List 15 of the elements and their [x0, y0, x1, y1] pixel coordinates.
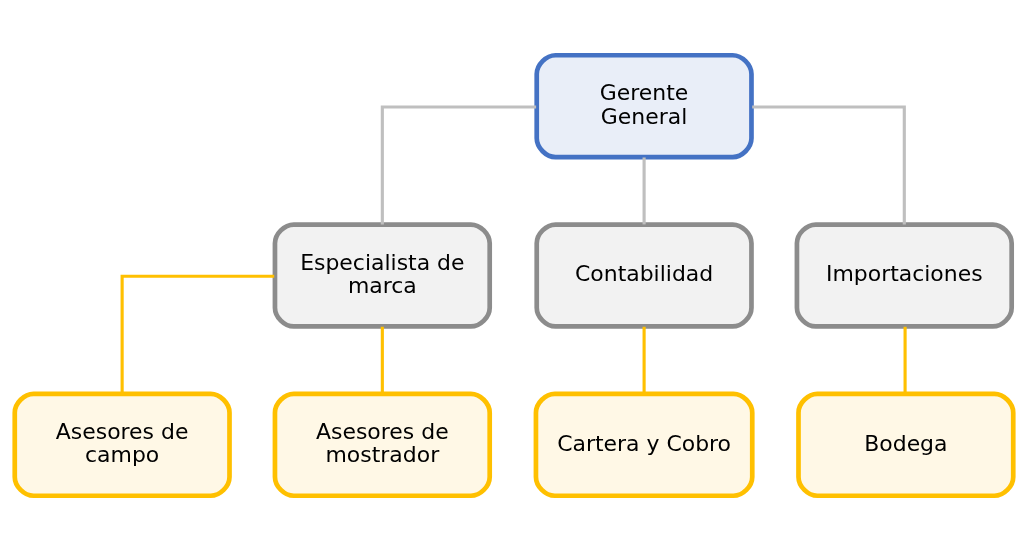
node-box: Cartera y Cobro — [533, 391, 755, 498]
connector — [380, 326, 384, 394]
connector — [642, 326, 646, 394]
connector — [903, 326, 907, 394]
node-box: Asesores de mostrador — [272, 391, 493, 498]
connector — [380, 104, 537, 224]
node-box: Importaciones — [794, 221, 1014, 329]
node-box: Bodega — [796, 391, 1016, 498]
node-box: Asesores de campo — [12, 391, 232, 498]
node-box: Especialista de marca — [272, 221, 493, 329]
connector — [642, 156, 646, 224]
connector — [120, 274, 275, 394]
connector — [752, 104, 906, 224]
node-box: Gerente General — [534, 52, 754, 159]
node-box: Contabilidad — [534, 221, 754, 329]
